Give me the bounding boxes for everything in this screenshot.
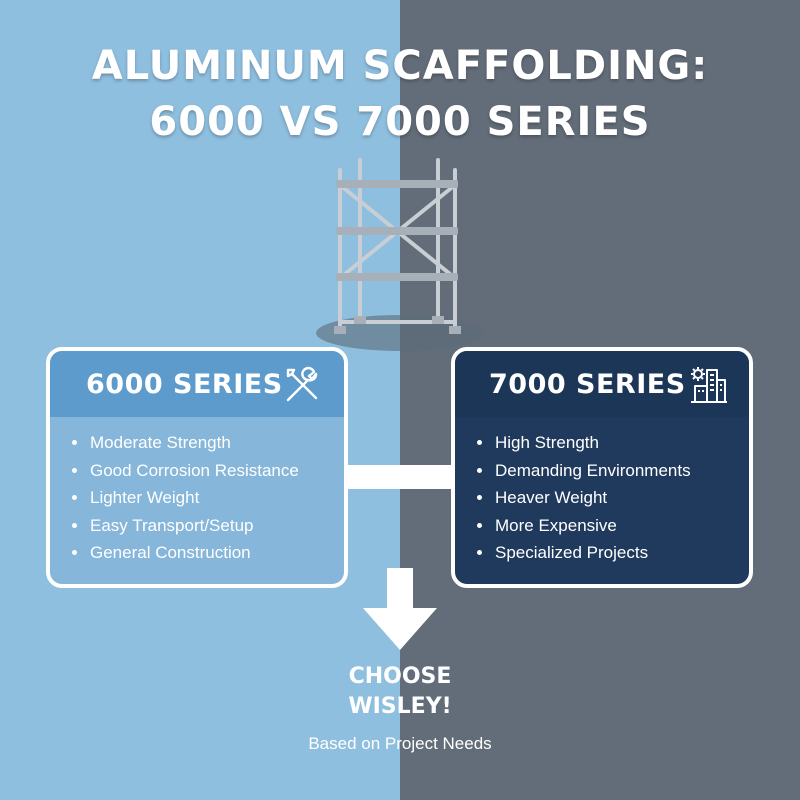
card-7000-list: High Strength Demanding Environments Hea… bbox=[455, 417, 749, 567]
card-6000-list: Moderate Strength Good Corrosion Resista… bbox=[50, 417, 344, 567]
card-6000-title: 6000 SERIES bbox=[86, 368, 283, 400]
page-title: ALUMINUM SCAFFOLDING: 6000 VS 7000 SERIE… bbox=[0, 38, 800, 150]
card-6000-series: 6000 SERIES Moderate Strength Good Corro… bbox=[46, 347, 348, 588]
list-item: Easy Transport/Setup bbox=[72, 512, 344, 540]
list-item: High Strength bbox=[477, 429, 749, 457]
list-item: Demanding Environments bbox=[477, 457, 749, 485]
list-item: Good Corrosion Resistance bbox=[72, 457, 344, 485]
list-item: Specialized Projects bbox=[477, 539, 749, 567]
scaffolding-illustration bbox=[316, 158, 484, 351]
card-connector bbox=[348, 465, 454, 489]
conclusion-line-2: WISLEY! bbox=[348, 694, 452, 719]
down-arrow-icon bbox=[363, 568, 437, 650]
title-line-1: ALUMINUM SCAFFOLDING: bbox=[91, 43, 709, 89]
list-item: Heaver Weight bbox=[477, 484, 749, 512]
list-item: More Expensive bbox=[477, 512, 749, 540]
wrench-screwdriver-icon bbox=[286, 366, 318, 402]
list-item: Moderate Strength bbox=[72, 429, 344, 457]
conclusion-heading: CHOOSE WISLEY! bbox=[300, 662, 500, 722]
card-7000-header: 7000 SERIES bbox=[455, 351, 749, 417]
conclusion-line-1: CHOOSE bbox=[348, 664, 452, 689]
list-item: Lighter Weight bbox=[72, 484, 344, 512]
conclusion-tagline: Based on Project Needs bbox=[308, 734, 492, 753]
title-line-2: 6000 VS 7000 SERIES bbox=[149, 99, 651, 145]
card-7000-title: 7000 SERIES bbox=[489, 368, 686, 400]
card-6000-header: 6000 SERIES bbox=[50, 351, 344, 417]
card-7000-series: 7000 SERIES High Strength Demanding Envi… bbox=[451, 347, 753, 588]
gear-building-icon bbox=[691, 367, 727, 403]
list-item: General Construction bbox=[72, 539, 344, 567]
